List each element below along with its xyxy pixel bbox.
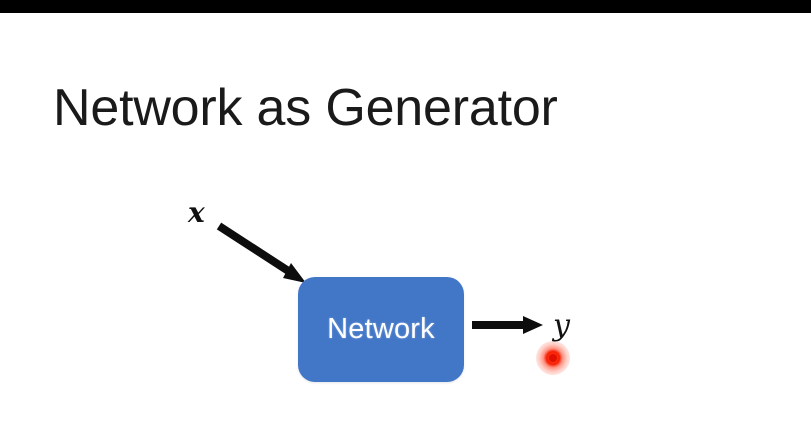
input-arrow: [216, 222, 306, 283]
laser-dot-core: [549, 354, 557, 362]
arrow-head-icon: [523, 316, 543, 334]
letterbox-bar-top: [0, 0, 811, 13]
network-generator-diagram: x Network y: [0, 13, 811, 440]
input-variable-label: x: [188, 196, 205, 229]
arrow-head-icon: [283, 263, 306, 283]
diagram-arrows-layer: [216, 222, 543, 334]
network-block-label: Network: [327, 313, 435, 345]
network-block[interactable]: Network: [298, 277, 464, 382]
slide-canvas: Network as Generator x Network y: [0, 13, 811, 440]
laser-dot-icon: [536, 341, 570, 375]
input-arrow-shaft: [216, 222, 296, 278]
output-variable-label: y: [553, 308, 570, 343]
output-arrow: [472, 316, 543, 334]
page-title: Network as Generator: [53, 79, 558, 137]
